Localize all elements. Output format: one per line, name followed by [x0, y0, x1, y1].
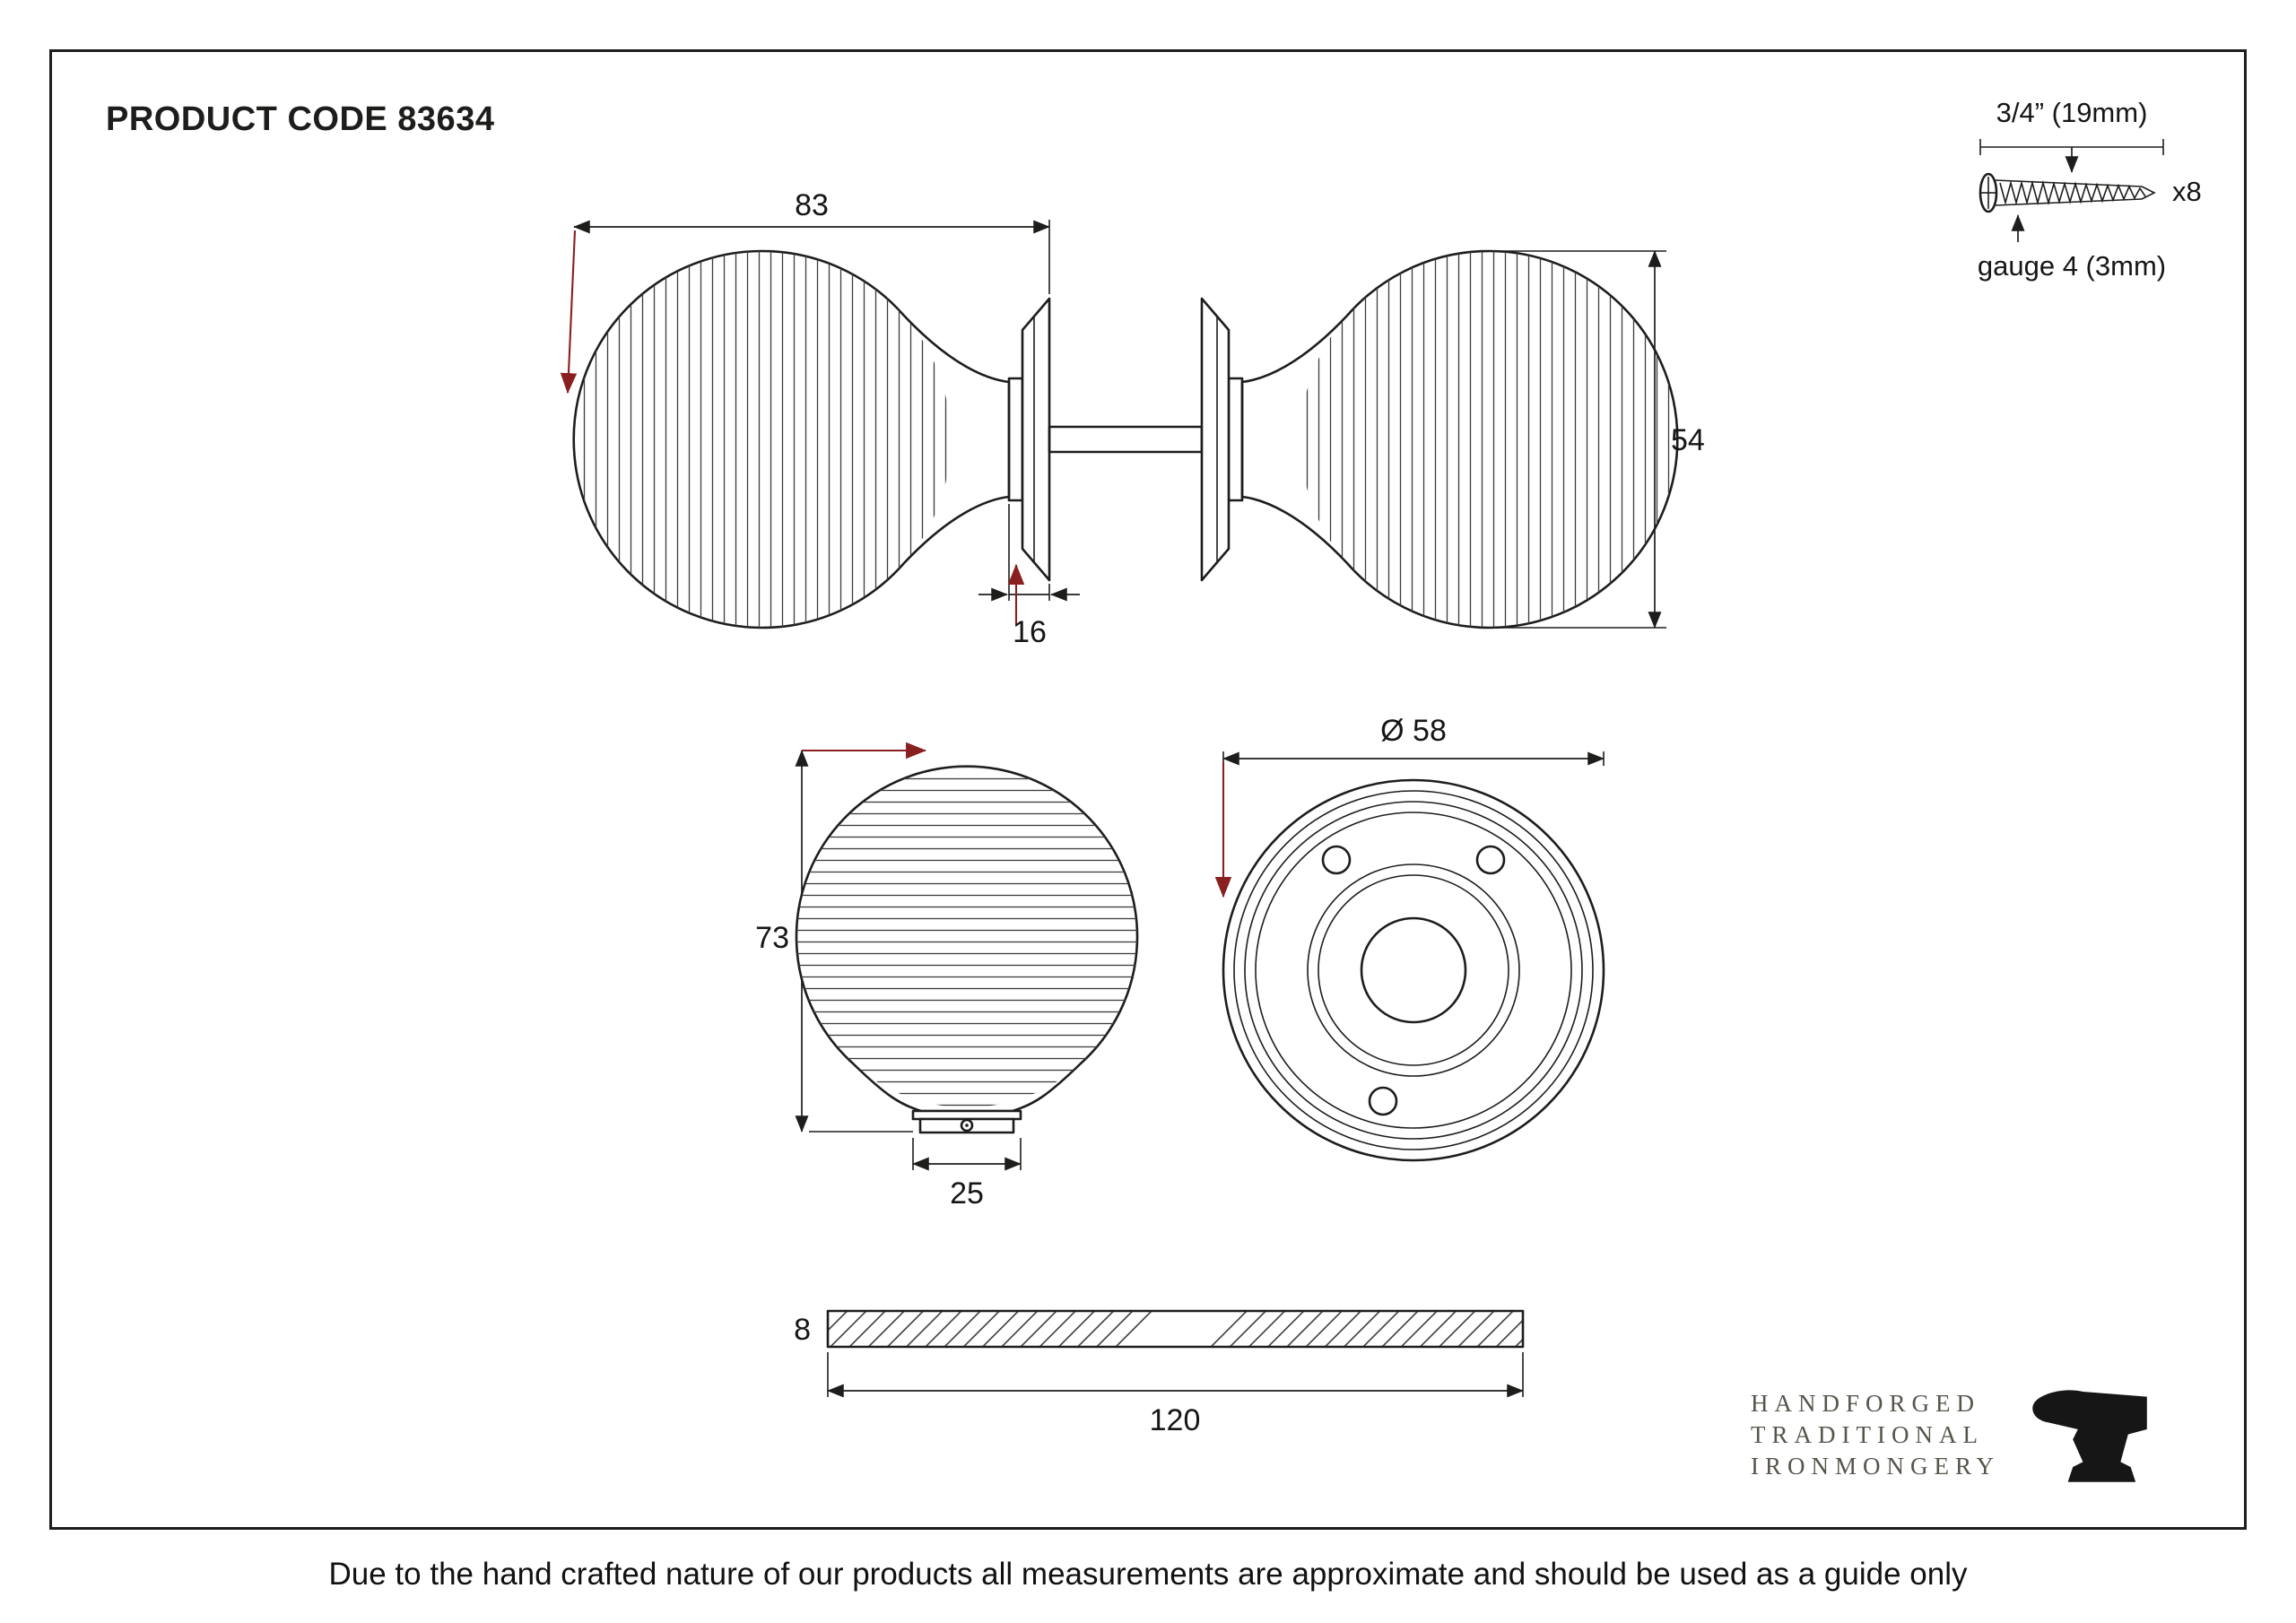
brand-wordmark: HANDFORGED TRADITIONAL IRONMONGERY	[1751, 1388, 2000, 1482]
dim-83: 83	[795, 188, 829, 222]
dimension-knob-width: 83	[560, 188, 1050, 395]
dim-73: 73	[755, 921, 789, 955]
dim-8: 8	[794, 1313, 811, 1347]
brand-line-2: TRADITIONAL	[1751, 1421, 1984, 1448]
screw-detail: 3/4” (19mm) x8 gauge 4 (3mm)	[1978, 97, 2202, 282]
screw-length-label: 3/4” (19mm)	[1996, 97, 2148, 128]
screw-hole	[1475, 845, 1506, 875]
rose-centre-boss	[1360, 916, 1467, 1024]
knob-front-view: 73 25	[755, 742, 1139, 1211]
rose-drawing	[1222, 778, 1605, 1162]
brand-line-3: IRONMONGERY	[1751, 1453, 2001, 1480]
screw-length-bracket	[1979, 139, 2164, 173]
right-knob	[1200, 249, 1679, 629]
dim-25: 25	[950, 1176, 984, 1211]
brand-line-1: HANDFORGED	[1751, 1390, 1981, 1417]
screw-threads	[1999, 179, 2146, 206]
reeded-ball-texture	[574, 251, 951, 628]
base-flange	[911, 1109, 1022, 1121]
right-collar	[1227, 377, 1244, 502]
screw-gauge-label: gauge 4 (3mm)	[1978, 250, 2166, 282]
anvil-logo-icon	[2032, 1390, 2147, 1482]
rose-front-view: Ø 58	[1214, 714, 1605, 1162]
screw-hole	[1321, 845, 1352, 875]
screw-tip	[2141, 186, 2156, 200]
dimension-spindle-length: 120	[827, 1352, 1524, 1437]
dimension-rose-diameter: Ø 58	[1214, 714, 1605, 898]
spindle-outline	[826, 1309, 1525, 1349]
dimension-knob-diameter: 54	[1496, 250, 1705, 629]
knob-pair-side-view: 83 54	[560, 188, 1705, 649]
product-code-label: PRODUCT CODE 83634	[106, 100, 495, 138]
left-knob	[572, 249, 1051, 629]
dim-58: Ø 58	[1380, 714, 1447, 748]
knob-front-drawing	[795, 765, 1139, 1134]
dim-16: 16	[1013, 615, 1047, 649]
grub-screw	[960, 1118, 974, 1133]
dim-120: 120	[1150, 1403, 1201, 1437]
screw-head	[1979, 172, 1998, 213]
hatch-right	[1197, 1311, 1523, 1347]
left-collar	[1007, 377, 1024, 502]
dimension-base-width: 25	[912, 1138, 1022, 1211]
reeded-ball-texture	[1300, 251, 1677, 628]
spindle-side-view: 8 120	[794, 1309, 1525, 1437]
screw-hole	[1368, 1086, 1398, 1116]
screw-count-label: x8	[2172, 176, 2202, 207]
hatch-left	[828, 1311, 1161, 1347]
dimension-rose-depth: 16	[978, 504, 1080, 649]
spindle-bar-side	[1048, 425, 1204, 454]
leader-arrow	[560, 230, 578, 395]
disclaimer-text: Due to the hand crafted nature of our pr…	[328, 1557, 1968, 1592]
reeded-ball-texture	[796, 767, 1137, 1107]
right-rose-side	[1200, 297, 1231, 582]
screw-drawing	[1979, 172, 2156, 213]
spindle-drawing	[826, 1309, 1525, 1349]
dim-54: 54	[1671, 423, 1705, 457]
left-rose-side	[1021, 297, 1051, 582]
drawing-frame	[49, 49, 2247, 1530]
